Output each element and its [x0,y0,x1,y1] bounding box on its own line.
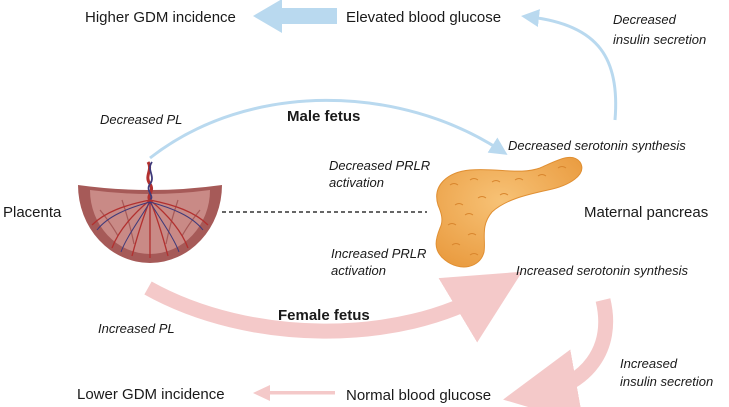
increased-prlr-label: Increased PRLR activation [331,246,430,278]
glucose-to-outcome-bottom-arrow [253,385,335,401]
decreased-insulin-line2: insulin secretion [613,32,706,47]
higher-gdm-label: Higher GDM incidence [85,9,236,26]
placenta-to-pancreas-bottom-arrow [144,271,523,343]
decreased-prlr-label: Decreased PRLR activation [329,158,434,190]
decreased-insulin-line1: Decreased [613,12,677,27]
maternal-pancreas-label: Maternal pancreas [584,204,708,221]
pancreas-icon [435,156,583,268]
female-fetus-label: Female fetus [278,307,370,324]
lower-gdm-label: Lower GDM incidence [77,386,225,403]
male-fetus-label: Male fetus [287,108,360,125]
pancreas-to-glucose-bottom-arrow [503,298,614,407]
placenta-icon [78,161,222,263]
increased-insulin-line2: insulin secretion [620,374,713,389]
decreased-insulin-label: Decreased insulin secretion [613,12,706,47]
pancreas-to-glucose-arrow [521,9,618,121]
decreased-prlr-line2: activation [329,175,384,190]
glucose-to-outcome-top-arrow [253,0,337,33]
increased-insulin-line1: Increased [620,356,678,371]
increased-insulin-label: Increased insulin secretion [620,356,713,389]
increased-prlr-line1: Increased PRLR [331,246,426,261]
elevated-glucose-label: Elevated blood glucose [346,9,501,26]
decreased-serotonin-label: Decreased serotonin synthesis [508,138,686,153]
decreased-prlr-line1: Decreased PRLR [329,158,430,173]
placenta-label: Placenta [3,204,62,221]
decreased-pl-label: Decreased PL [100,112,182,127]
increased-pl-label: Increased PL [98,321,175,336]
placenta-to-pancreas-top-arrow [149,98,508,160]
increased-serotonin-label: Increased serotonin synthesis [516,263,688,278]
increased-prlr-line2: activation [331,263,386,278]
normal-glucose-label: Normal blood glucose [346,387,491,404]
